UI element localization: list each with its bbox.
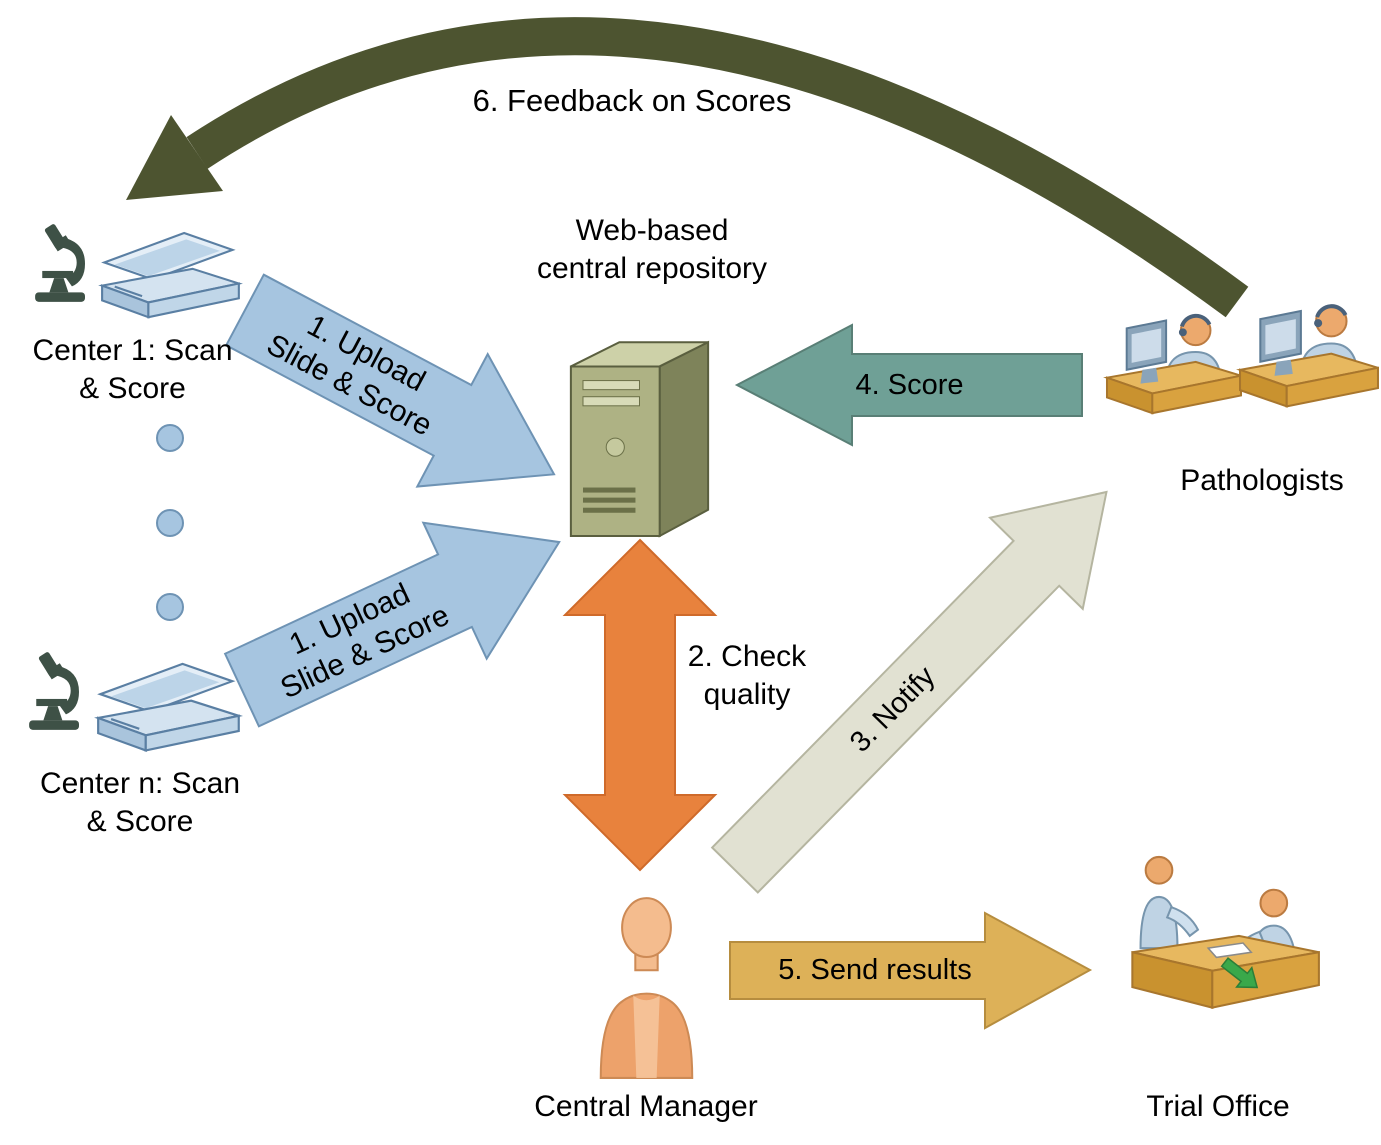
send-results-arrow-label: 5. Send results	[730, 913, 1090, 1028]
check-quality-label-line2: quality	[703, 677, 791, 711]
upload-arrow-top: 1. Upload Slide & Score	[210, 244, 589, 541]
upload-arrow-top-shape	[224, 273, 556, 488]
feedback-arrow-curve	[186, 17, 1249, 318]
trial-office-label: Trial Office	[1146, 1090, 1290, 1123]
ellipsis-dot	[156, 424, 184, 452]
scanner-icon	[94, 650, 244, 760]
send-results-label-text: 5. Send results	[778, 954, 972, 987]
trial-office-arrow-icon	[1220, 957, 1259, 989]
notify-arrow: 3. Notify	[689, 446, 1153, 915]
check-quality-label-line1: 2. Check	[687, 640, 807, 673]
center-n-label-line1: Center n: Scan	[39, 767, 241, 800]
center-n-label: Center n: Scan & Score	[5, 765, 275, 840]
feedback-arrow-label: 6. Feedback on Scores	[472, 83, 792, 118]
ellipsis-dot	[156, 593, 184, 621]
upload-arrow-bottom: 1. Upload Slide & Score	[210, 474, 591, 758]
central-manager-label: Central Manager	[534, 1090, 758, 1123]
check-quality-arrow	[562, 538, 718, 872]
microscope-icon	[22, 650, 98, 736]
repository-label-line1: Web-based	[575, 214, 729, 247]
send-results-arrow-shape	[729, 911, 1093, 1030]
microscope-icon	[28, 222, 104, 308]
repository-label: Web-based central repository	[472, 212, 832, 287]
score-arrow: 4. Score	[734, 323, 1083, 447]
send-results-arrow: 5. Send results	[729, 911, 1093, 1030]
upload-arrow-bottom-shape	[223, 521, 561, 728]
pathologist-at-desk-icon	[1236, 282, 1380, 410]
score-label-text: 4. Score	[855, 368, 964, 401]
center-1-label: Center 1: Scan & Score	[0, 332, 265, 407]
center-1-label-line1: Center 1: Scan	[32, 334, 233, 367]
pathologist-at-desk-icon	[1103, 292, 1243, 417]
server-icon	[556, 316, 724, 540]
check-quality-label: 2. Check quality	[662, 638, 832, 713]
central-manager-icon	[588, 893, 706, 1081]
notify-label-text: 3. Notify	[843, 660, 942, 759]
pathologists-label: Pathologists	[1180, 464, 1344, 497]
ellipsis-dot	[156, 509, 184, 537]
center-1-label-line2: & Score	[79, 371, 186, 405]
check-quality-arrow-shape	[562, 538, 718, 872]
trial-office-icon	[1118, 852, 1323, 1030]
score-arrow-label: 4. Score	[737, 325, 1082, 445]
scanner-icon	[98, 220, 243, 326]
notify-arrow-shape	[710, 490, 1108, 894]
score-arrow-shape	[734, 323, 1083, 447]
repository-label-line2: central repository	[536, 251, 768, 285]
feedback-arrowhead-icon	[126, 115, 223, 200]
center-n-label-line2: & Score	[86, 804, 194, 838]
